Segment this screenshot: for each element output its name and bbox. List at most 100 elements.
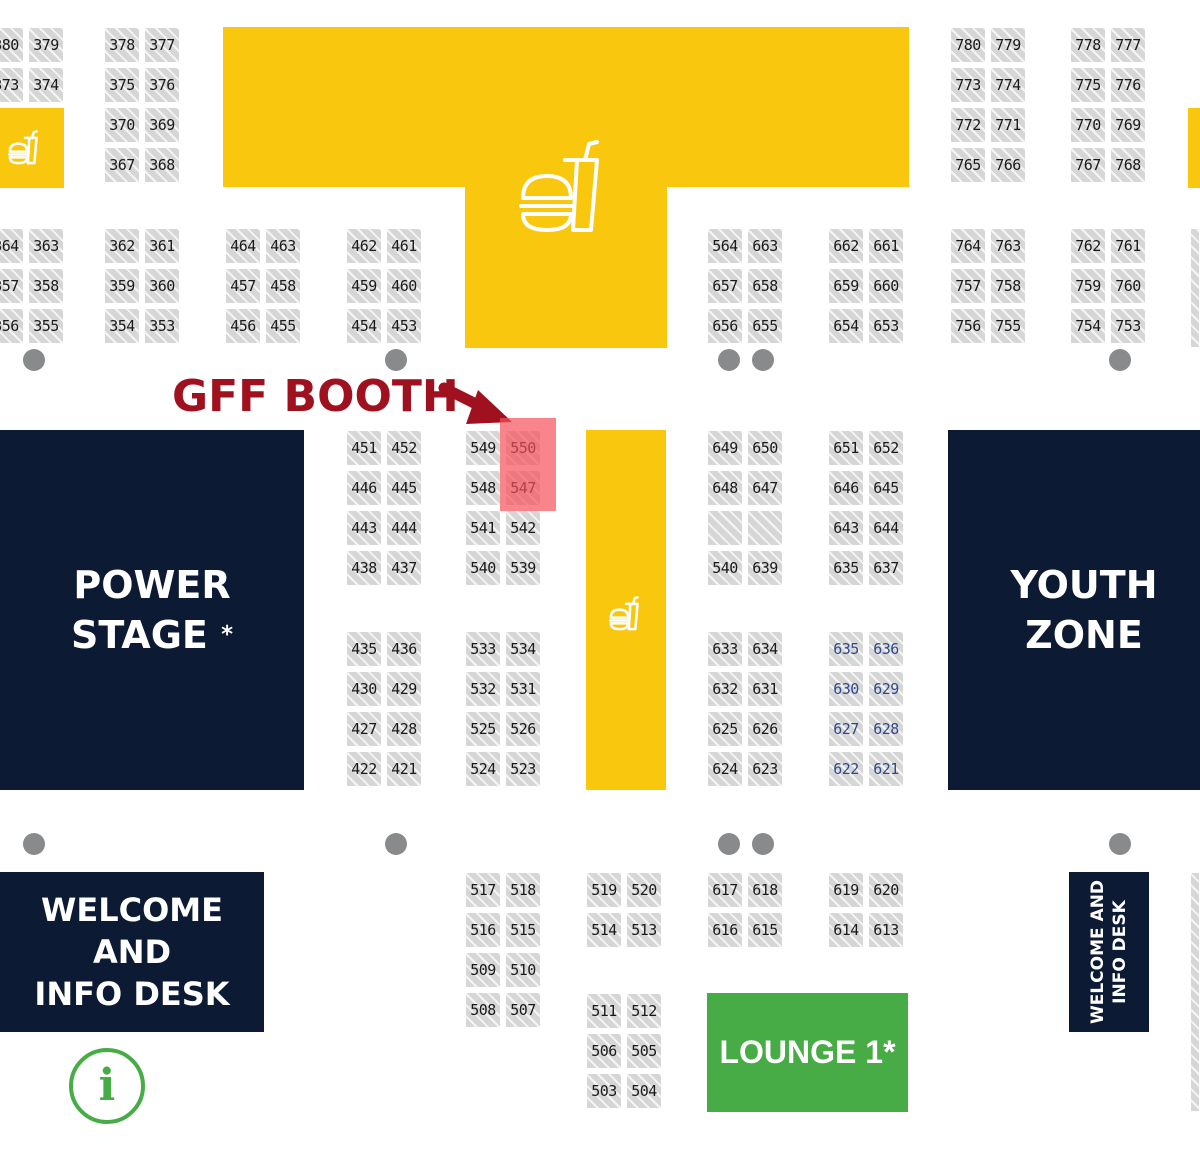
booth[interactable]: 515 <box>505 912 541 948</box>
booth[interactable]: 510 <box>505 952 541 988</box>
booth[interactable]: 511 <box>586 993 622 1029</box>
booth[interactable]: 755 <box>990 308 1026 344</box>
booth[interactable]: 461 <box>386 228 422 264</box>
booth[interactable]: 358 <box>28 268 64 304</box>
booth[interactable]: 649 <box>707 430 743 466</box>
booth[interactable]: 769 <box>1110 107 1146 143</box>
booth[interactable]: 754 <box>1070 308 1106 344</box>
booth[interactable]: 427 <box>346 711 382 747</box>
booth[interactable]: 639 <box>747 550 783 586</box>
booth[interactable]: 629 <box>868 671 904 707</box>
booth[interactable]: 623 <box>747 751 783 787</box>
booth[interactable]: 758 <box>990 268 1026 304</box>
booth[interactable]: 616 <box>707 912 743 948</box>
booth[interactable]: 652 <box>868 430 904 466</box>
booth[interactable]: 630 <box>828 671 864 707</box>
booth[interactable]: 523 <box>505 751 541 787</box>
booth[interactable]: 436 <box>386 631 422 667</box>
booth[interactable]: 774 <box>990 67 1026 103</box>
booth[interactable]: 370 <box>104 107 140 143</box>
booth[interactable]: 648 <box>707 470 743 506</box>
booth[interactable]: 514 <box>586 912 622 948</box>
booth[interactable]: 373 <box>0 67 24 103</box>
booth[interactable]: 374 <box>28 67 64 103</box>
booth[interactable]: 464 <box>225 228 261 264</box>
booth[interactable]: 651 <box>828 430 864 466</box>
booth[interactable]: 644 <box>868 510 904 546</box>
booth[interactable]: 508 <box>465 992 501 1028</box>
booth[interactable]: 621 <box>868 751 904 787</box>
booth[interactable]: 645 <box>868 470 904 506</box>
booth[interactable]: 367 <box>104 147 140 183</box>
booth[interactable]: 455 <box>265 308 301 344</box>
booth[interactable]: 533 <box>465 631 501 667</box>
booth[interactable]: 627 <box>828 711 864 747</box>
booth[interactable]: 763 <box>990 228 1026 264</box>
booth[interactable]: 380 <box>0 27 24 63</box>
booth[interactable] <box>707 510 743 546</box>
booth[interactable]: 453 <box>386 308 422 344</box>
booth[interactable]: 620 <box>868 872 904 908</box>
booth[interactable]: 617 <box>707 872 743 908</box>
booth[interactable]: 526 <box>505 711 541 747</box>
booth[interactable]: 540 <box>465 550 501 586</box>
booth[interactable]: 516 <box>465 912 501 948</box>
booth[interactable]: 377 <box>144 27 180 63</box>
booth[interactable]: 357 <box>0 268 24 304</box>
booth[interactable]: 656 <box>707 308 743 344</box>
booth[interactable]: 456 <box>225 308 261 344</box>
booth[interactable]: 777 <box>1110 27 1146 63</box>
booth[interactable]: 359 <box>104 268 140 304</box>
booth[interactable]: 548 <box>465 470 501 506</box>
booth[interactable]: 422 <box>346 751 382 787</box>
booth[interactable]: 624 <box>707 751 743 787</box>
booth[interactable]: 618 <box>747 872 783 908</box>
booth[interactable]: 653 <box>868 308 904 344</box>
booth[interactable]: 354 <box>104 308 140 344</box>
booth[interactable]: 506 <box>586 1033 622 1069</box>
booth[interactable]: 765 <box>950 147 986 183</box>
booth[interactable]: 444 <box>386 510 422 546</box>
booth[interactable]: 445 <box>386 470 422 506</box>
booth[interactable]: 379 <box>28 27 64 63</box>
booth[interactable]: 509 <box>465 952 501 988</box>
booth[interactable]: 659 <box>828 268 864 304</box>
booth[interactable]: 772 <box>950 107 986 143</box>
booth[interactable]: 459 <box>346 268 382 304</box>
booth[interactable]: 637 <box>868 550 904 586</box>
booth[interactable]: 614 <box>828 912 864 948</box>
booth[interactable]: 660 <box>868 268 904 304</box>
booth[interactable]: 764 <box>950 228 986 264</box>
booth[interactable]: 452 <box>386 430 422 466</box>
booth[interactable]: 361 <box>144 228 180 264</box>
booth[interactable]: 780 <box>950 27 986 63</box>
booth[interactable]: 757 <box>950 268 986 304</box>
booth[interactable]: 504 <box>626 1073 662 1109</box>
booth[interactable]: 375 <box>104 67 140 103</box>
booth[interactable]: 429 <box>386 671 422 707</box>
booth[interactable]: 632 <box>707 671 743 707</box>
booth[interactable]: 517 <box>465 872 501 908</box>
booth[interactable]: 512 <box>626 993 662 1029</box>
booth[interactable]: 541 <box>465 510 501 546</box>
booth[interactable]: 766 <box>990 147 1026 183</box>
booth[interactable]: 778 <box>1070 27 1106 63</box>
booth[interactable]: 438 <box>346 550 382 586</box>
booth[interactable]: 451 <box>346 430 382 466</box>
booth[interactable]: 507 <box>505 992 541 1028</box>
booth[interactable]: 524 <box>465 751 501 787</box>
booth[interactable]: 355 <box>28 308 64 344</box>
booth[interactable]: 650 <box>747 430 783 466</box>
booth[interactable]: 539 <box>505 550 541 586</box>
booth[interactable]: 446 <box>346 470 382 506</box>
booth[interactable]: 646 <box>828 470 864 506</box>
booth[interactable]: 662 <box>828 228 864 264</box>
booth[interactable]: 661 <box>868 228 904 264</box>
booth[interactable]: 520 <box>626 872 662 908</box>
booth[interactable]: 756 <box>950 308 986 344</box>
booth[interactable]: 657 <box>707 268 743 304</box>
booth[interactable]: 363 <box>28 228 64 264</box>
booth[interactable]: 619 <box>828 872 864 908</box>
booth[interactable]: 457 <box>225 268 261 304</box>
booth[interactable]: 353 <box>144 308 180 344</box>
